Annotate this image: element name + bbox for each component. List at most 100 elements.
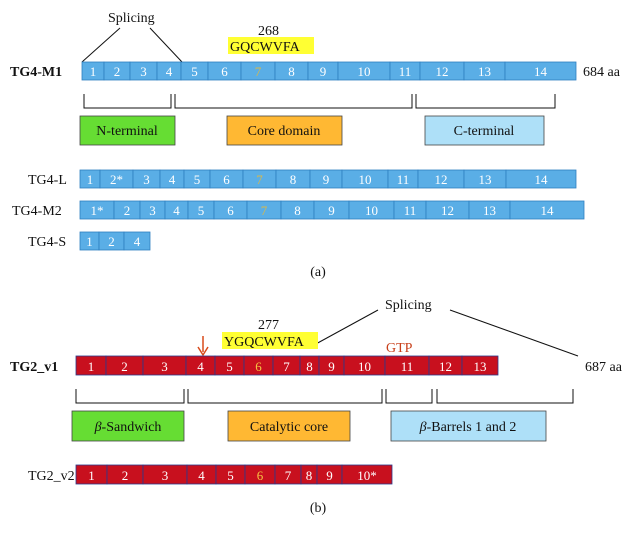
panel-a-exon-label: 2 bbox=[114, 64, 121, 79]
panel-a-exon-label: 9 bbox=[328, 203, 335, 218]
panel-a-exon-label: 13 bbox=[479, 172, 492, 187]
panel-b-exon-label: 5 bbox=[227, 468, 234, 483]
panel-b-gtp-label: GTP bbox=[386, 341, 413, 356]
panel-a-exon-label: 12 bbox=[436, 64, 449, 79]
panel-b-exon-label: 1 bbox=[88, 468, 95, 483]
panel-b-exon-label: 7 bbox=[285, 468, 292, 483]
panel-a-exon-label: 8 bbox=[294, 203, 301, 218]
panel-b-exon-label: 7 bbox=[283, 359, 290, 374]
panel-a-exon-label: 1 bbox=[86, 234, 93, 249]
panel-a-exon-label: 9 bbox=[320, 64, 327, 79]
panel-a-exon-label: 1 bbox=[90, 64, 97, 79]
panel-a-exon-label: 14 bbox=[541, 203, 555, 218]
panel-b-caption: (b) bbox=[310, 501, 327, 516]
panel-b-exon-label: 9 bbox=[326, 468, 333, 483]
panel-a-splicing-label: Splicing bbox=[108, 11, 155, 26]
panel-a-motif-position: 268 bbox=[258, 24, 279, 39]
panel-b-motif-position: 277 bbox=[258, 318, 279, 333]
panel-b-splicing-line-left bbox=[313, 309, 379, 346]
panel-a-exon-label: 13 bbox=[478, 64, 491, 79]
panel-a-motif-highlight bbox=[228, 37, 314, 54]
panel-a-exon-label: 3 bbox=[143, 172, 150, 187]
panel-b-bracket-beta-sandwich bbox=[75, 389, 185, 404]
panel-a-exon bbox=[509, 200, 585, 220]
panel-a-exon-label: 6 bbox=[227, 203, 234, 218]
panel-a-exon-label: 10 bbox=[365, 203, 378, 218]
panel-a-exon-label: 6 bbox=[223, 172, 230, 187]
panel-a-exon-label: 2 bbox=[108, 234, 115, 249]
panel-a-exon-label: 3 bbox=[140, 64, 147, 79]
panel-b-exon-label: 3 bbox=[162, 468, 169, 483]
panel-b-splicing-label: Splicing bbox=[385, 298, 432, 313]
panel-a-domain-core-label: Core domain bbox=[248, 124, 321, 139]
panel-a-exon-label: 7 bbox=[261, 203, 268, 218]
panel-a-exon-label: 4 bbox=[134, 234, 141, 249]
panel-a-exon-label: 14 bbox=[534, 64, 548, 79]
panel-a-exon-label: 9 bbox=[323, 172, 330, 187]
panel-a-exon-label: 4 bbox=[166, 64, 173, 79]
panel-a-exon-label: 8 bbox=[290, 172, 297, 187]
panel-a-domain-n-terminal-box bbox=[79, 115, 176, 146]
panel-a-exon-label: 3 bbox=[149, 203, 156, 218]
panel-a-exon-label: 2* bbox=[110, 172, 123, 187]
panel-a-bracket-c-terminal bbox=[415, 94, 556, 109]
panel-a-splicing-line-left bbox=[81, 27, 121, 63]
panel-b-exon-label: 12 bbox=[439, 359, 452, 374]
panel-a-isoform-name: TG4-L bbox=[28, 173, 67, 188]
panel-a-splicing-line-right bbox=[149, 27, 183, 63]
panel-b-exon-label: 4 bbox=[198, 468, 205, 483]
panel-b-isoform-name: TG2_v1 bbox=[10, 360, 58, 375]
panel-a-exon-label: 11 bbox=[404, 203, 417, 218]
panel-b-domain-catalytic-core-label: Catalytic core bbox=[250, 420, 328, 435]
panel-b-exon-label: 11 bbox=[401, 359, 414, 374]
panel-a-isoform-name: TG4-M2 bbox=[12, 204, 62, 219]
panel-b-isoform-name: TG2_v2 bbox=[28, 469, 75, 484]
panel-a-bracket-core bbox=[174, 94, 413, 109]
panel-a-exon bbox=[123, 231, 151, 251]
panel-b-domain-beta-sandwich-label: β-Sandwich bbox=[94, 420, 162, 435]
panel-a-exon-label: 6 bbox=[221, 64, 228, 79]
panel-b-bracket-beta-barrel-1 bbox=[385, 389, 433, 404]
panel-b-exon-label: 8 bbox=[306, 359, 313, 374]
panel-a-domain-c-terminal-label: C-terminal bbox=[454, 124, 515, 139]
panel-a-exon-label: 4 bbox=[173, 203, 180, 218]
panel-a-exon-label: 8 bbox=[288, 64, 295, 79]
panel-b-exon-label: 8 bbox=[306, 468, 313, 483]
panel-a-isoform-name: TG4-S bbox=[28, 235, 66, 250]
panel-a-exon bbox=[505, 169, 577, 189]
panel-a-exon-label: 1 bbox=[87, 172, 94, 187]
panel-b-exon-label: 6 bbox=[257, 468, 264, 483]
panel-b-exon-label: 10* bbox=[357, 468, 377, 483]
panel-b-splicing-line-right bbox=[449, 309, 579, 357]
panel-a-exon-label: 11 bbox=[397, 172, 410, 187]
panel-b-arrow-down-icon bbox=[197, 346, 209, 357]
panel-a-bracket-n-terminal bbox=[83, 94, 172, 109]
panel-b-exon-label: 6 bbox=[255, 359, 262, 374]
panel-a-exon-label: 13 bbox=[483, 203, 496, 218]
panel-b-exon bbox=[341, 464, 393, 485]
panel-a-exon-label: 7 bbox=[256, 172, 263, 187]
panel-b-exon-label: 3 bbox=[161, 359, 168, 374]
panel-a-exon-label: 2 bbox=[124, 203, 131, 218]
panel-a-exon-label: 1* bbox=[91, 203, 104, 218]
panel-b-domain-beta-barrels-box bbox=[390, 410, 547, 442]
panel-a-domain-c-terminal-box bbox=[424, 115, 545, 146]
panel-a-exon-label: 7 bbox=[255, 64, 262, 79]
panel-b-exon-label: 2 bbox=[122, 468, 129, 483]
panel-b-domain-beta-sandwich-box bbox=[71, 410, 185, 442]
panel-b-exon-label: 4 bbox=[197, 359, 204, 374]
panel-a-exon-label: 5 bbox=[194, 172, 201, 187]
panel-a-exon-label: 5 bbox=[191, 64, 198, 79]
panel-b-exon-label: 2 bbox=[121, 359, 128, 374]
panel-b-exon-label: 5 bbox=[226, 359, 233, 374]
panel-a-isoform-name: TG4-M1 bbox=[10, 65, 62, 80]
panel-b-motif-sequence: YGQCWVFA bbox=[224, 335, 305, 350]
panel-a-exon-label: 10 bbox=[358, 64, 371, 79]
panel-a-exon-label: 10 bbox=[359, 172, 372, 187]
panel-a-caption: (a) bbox=[310, 265, 326, 280]
